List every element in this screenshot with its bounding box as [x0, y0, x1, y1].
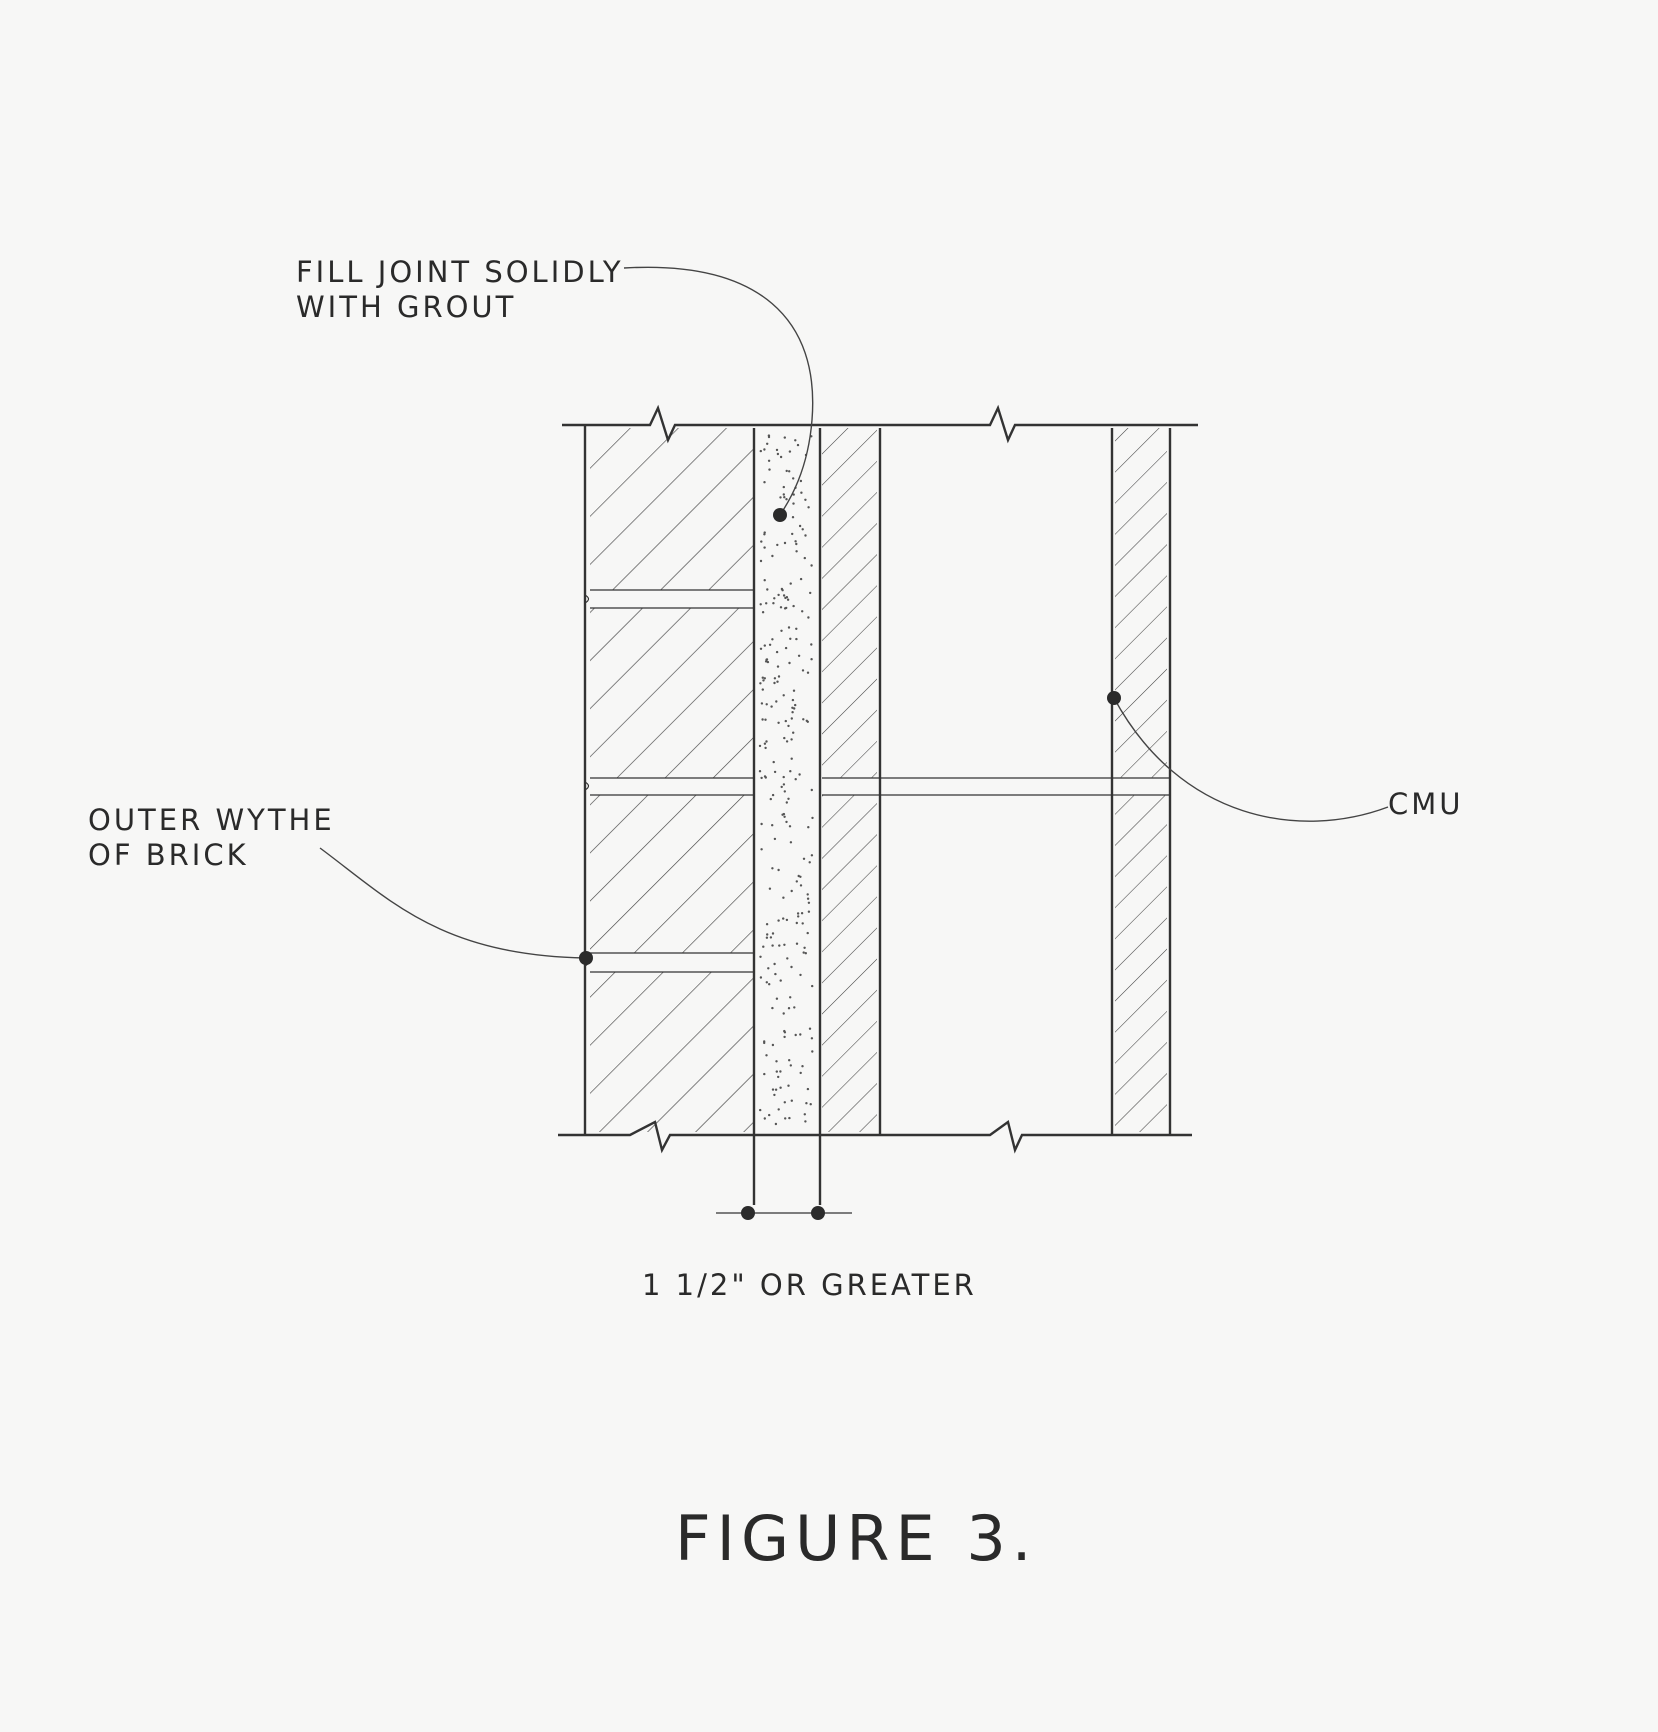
label-brick-line1: OUTER WYTHE: [88, 803, 335, 837]
cmu-shell: [1110, 428, 1172, 1135]
label-grout-line2: WITH GROUT: [296, 290, 516, 324]
label-cmu: CMU: [1388, 787, 1464, 821]
figure-title: FIGURE 3.: [675, 1502, 1038, 1575]
brick-course-2: [590, 608, 754, 778]
joint-reinforcement: [822, 777, 1170, 796]
brick-course-1: [590, 428, 754, 590]
label-grout-line1: FILL JOINT SOLIDLY: [296, 255, 624, 289]
brick-course-3: [590, 795, 754, 953]
dimension-grout-width: [716, 1206, 852, 1220]
inner-wythe: [822, 428, 882, 1135]
brick-course-4: [590, 972, 754, 1132]
leaders: [319, 266, 1389, 965]
label-brick-line2: OF BRICK: [88, 838, 249, 872]
grout-joint: [752, 428, 822, 1205]
break-lines: [558, 404, 1198, 1154]
label-dimension: 1 1/2" OR GREATER: [642, 1268, 977, 1302]
brick-wythe: [583, 425, 754, 1135]
